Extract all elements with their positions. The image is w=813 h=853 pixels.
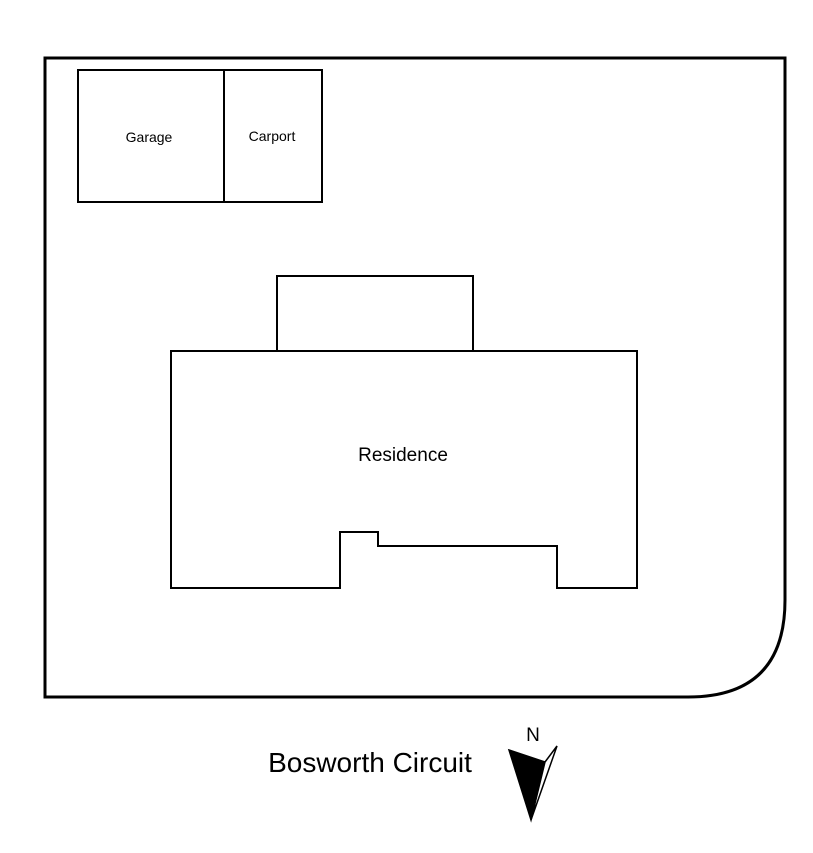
north-arrow-icon [507,745,558,823]
street-label: Bosworth Circuit [268,747,472,778]
residence-rear-extension [276,275,474,352]
carport-outline [223,69,323,203]
north-label: N [526,725,540,746]
garage-label: Garage [126,129,173,145]
residence-label: Residence [358,445,448,466]
carport-label: Carport [249,128,296,144]
property-boundary [43,56,787,699]
residence-outline [170,350,638,589]
